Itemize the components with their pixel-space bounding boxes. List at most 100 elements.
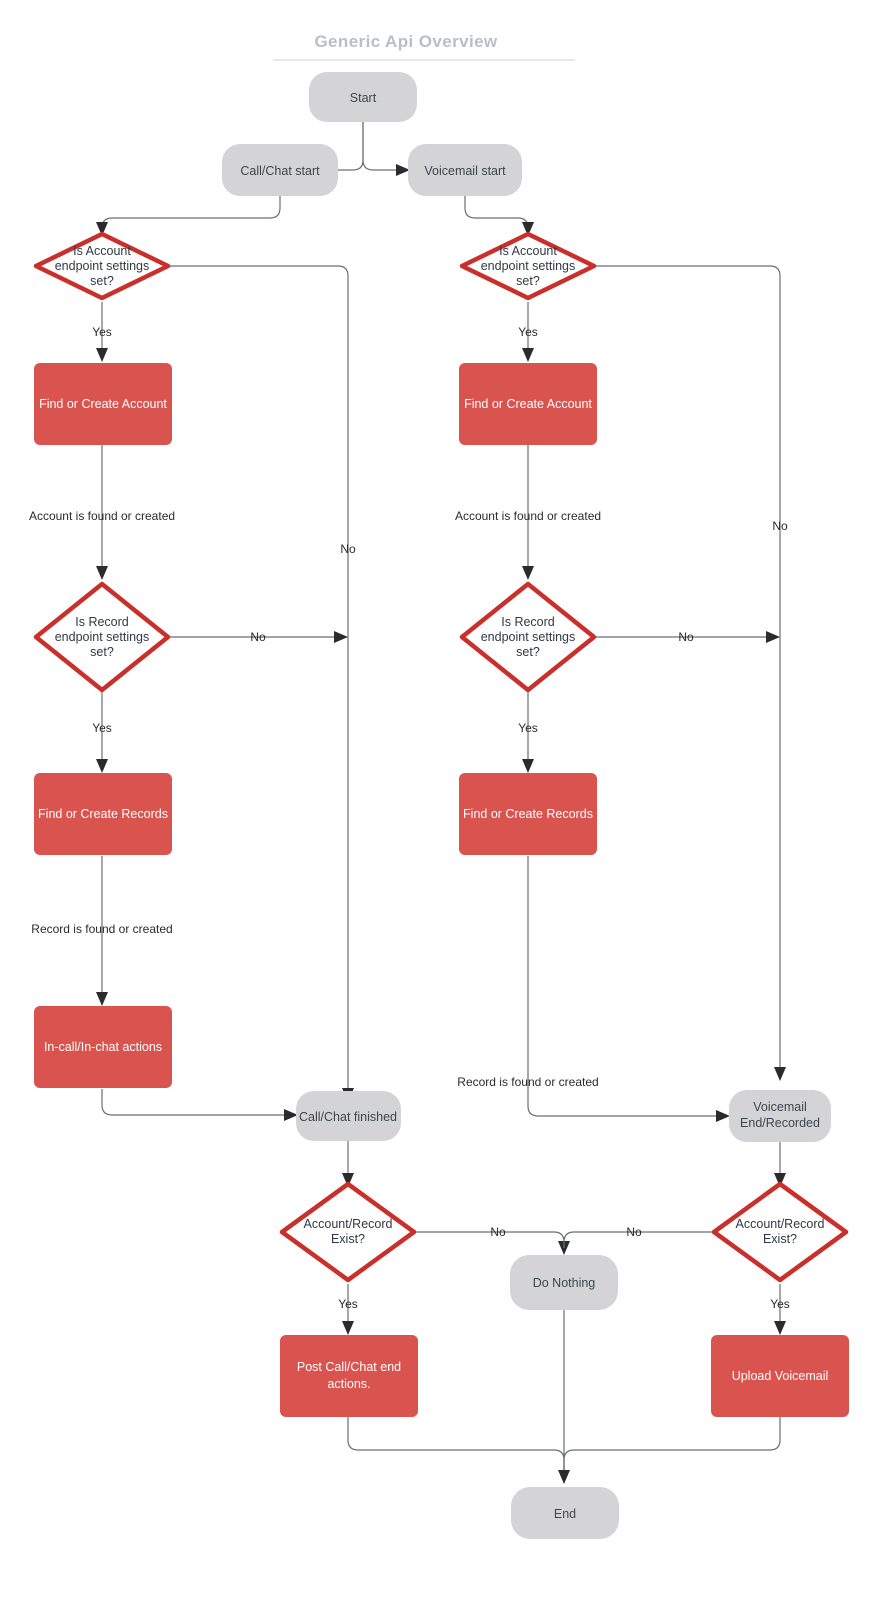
process-find-create-records-left-shape[interactable]	[34, 773, 172, 855]
arrowhead-upload-voicemail	[774, 1321, 786, 1335]
arrowhead-find-account-left	[96, 348, 108, 362]
node-voicemail-end-recorded-shape[interactable]	[729, 1090, 831, 1142]
node-end[interactable]: End	[511, 1487, 619, 1539]
process-find-create-records-left[interactable]: Find or Create Records	[34, 773, 172, 855]
process-find-create-records-right[interactable]: Find or Create Records	[459, 773, 597, 855]
process-find-create-records-right-label: Find or Create Records	[463, 807, 593, 821]
arrowhead-voicemail-end-from-records	[716, 1110, 730, 1122]
edge-post-call-to-end	[347, 1416, 565, 1470]
node-call-chat-finished-shape[interactable]	[296, 1091, 401, 1141]
decision-account-endpoint-left-line1: Is Account	[73, 244, 131, 258]
edge-voicemail-start-to-acct-q-right	[464, 196, 529, 230]
edge-label-rec-left-yes: Yes	[92, 721, 112, 735]
edge-label-acct-right-no: No	[772, 519, 788, 533]
process-find-create-account-left[interactable]: Find or Create Account	[34, 363, 172, 445]
decision-account-endpoint-left-line2: endpoint settings	[55, 259, 150, 273]
process-in-call-in-chat-actions-shape[interactable]	[34, 1006, 172, 1088]
edge-label-acct-left-no: No	[340, 542, 356, 556]
decision-record-endpoint-right-shape[interactable]	[459, 581, 597, 693]
process-upload-voicemail-shape[interactable]	[711, 1335, 849, 1417]
decision-account-endpoint-right-shape[interactable]	[459, 231, 597, 301]
decision-record-endpoint-left-line2: endpoint settings	[55, 630, 150, 644]
decision-record-endpoint-right-line3: set?	[516, 645, 540, 659]
edge-label-exist-left-no: No	[490, 1225, 506, 1239]
decision-record-endpoint-left-line3: set?	[90, 645, 114, 659]
process-find-create-account-left-shape[interactable]	[34, 363, 172, 445]
edge-label-rec-left-no: No	[250, 630, 266, 644]
node-call-chat-start-shape[interactable]	[222, 144, 338, 196]
decision-account-record-exist-left[interactable]: Account/Record Exist?	[279, 1181, 417, 1283]
process-find-create-account-right-shape[interactable]	[459, 363, 597, 445]
arrowhead-rec-q-right	[522, 566, 534, 580]
edge-exist-q-left-no	[414, 1231, 565, 1248]
decision-record-endpoint-right[interactable]: Is Record endpoint settings set?	[459, 581, 597, 693]
decision-record-endpoint-left-line1: Is Record	[75, 615, 129, 629]
node-end-shape[interactable]	[511, 1487, 619, 1539]
node-voicemail-end-recorded-line1: Voicemail	[753, 1100, 807, 1114]
decision-account-endpoint-left-line3: set?	[90, 274, 114, 288]
decision-account-endpoint-right-line2: endpoint settings	[481, 259, 576, 273]
process-find-create-records-right-shape[interactable]	[459, 773, 597, 855]
process-in-call-in-chat-actions[interactable]: In-call/In-chat actions	[34, 1006, 172, 1088]
edge-label-exist-right-no: No	[626, 1225, 642, 1239]
node-start[interactable]: Start	[309, 72, 417, 122]
decision-account-record-exist-right[interactable]: Account/Record Exist?	[711, 1181, 849, 1283]
process-find-create-account-right-label: Find or Create Account	[464, 397, 592, 411]
decision-account-record-exist-right-line1: Account/Record	[736, 1217, 825, 1231]
node-start-label: Start	[350, 91, 377, 105]
node-end-label: End	[554, 1507, 576, 1521]
edge-upload-voicemail-to-end	[563, 1416, 781, 1470]
node-call-chat-finished-label: Call/Chat finished	[299, 1110, 397, 1124]
decision-record-endpoint-left[interactable]: Is Record endpoint settings set?	[33, 581, 171, 693]
node-call-chat-finished[interactable]: Call/Chat finished	[296, 1091, 401, 1141]
arrowhead-rec-q-right-no	[766, 631, 780, 643]
process-upload-voicemail[interactable]: Upload Voicemail	[711, 1335, 849, 1417]
process-find-create-account-left-label: Find or Create Account	[39, 397, 167, 411]
arrowhead-rec-q-left-no	[334, 631, 348, 643]
process-find-create-account-right[interactable]: Find or Create Account	[459, 363, 597, 445]
edge-label-acct-right-yes: Yes	[518, 325, 538, 339]
edge-label-record-found-left: Record is found or created	[31, 922, 172, 936]
arrowhead-acct-q-right	[522, 222, 534, 236]
node-do-nothing-shape[interactable]	[510, 1255, 618, 1310]
node-start-shape[interactable]	[309, 72, 417, 122]
edge-label-exist-left-yes: Yes	[338, 1297, 358, 1311]
node-call-chat-start[interactable]: Call/Chat start	[222, 144, 338, 196]
edge-label-acct-left-yes: Yes	[92, 325, 112, 339]
edge-acct-q-right-no	[594, 265, 781, 1074]
decision-account-record-exist-left-shape[interactable]	[279, 1181, 417, 1283]
node-voicemail-end-recorded[interactable]: Voicemail End/Recorded	[729, 1090, 831, 1142]
node-voicemail-end-recorded-line2: End/Recorded	[740, 1116, 820, 1130]
process-find-create-records-left-label: Find or Create Records	[38, 807, 168, 821]
decision-account-endpoint-right-line3: set?	[516, 274, 540, 288]
decision-record-endpoint-left-shape[interactable]	[33, 581, 171, 693]
process-post-call-chat-end-actions[interactable]: Post Call/Chat end actions.	[280, 1335, 418, 1417]
process-in-call-in-chat-actions-label: In-call/In-chat actions	[44, 1040, 162, 1054]
decision-account-endpoint-left[interactable]: Is Account endpoint settings set?	[33, 231, 171, 301]
decision-account-record-exist-left-line1: Account/Record	[304, 1217, 393, 1231]
process-post-call-chat-end-actions-line2: actions.	[327, 1377, 370, 1391]
arrowhead-find-records-right	[522, 759, 534, 773]
decision-account-endpoint-right[interactable]: Is Account endpoint settings set?	[459, 231, 597, 301]
arrowhead-find-records-left	[96, 759, 108, 773]
edge-start-to-voicemail-start	[362, 122, 400, 171]
diagram-title: Generic Api Overview	[314, 32, 497, 51]
edge-label-account-found-left: Account is found or created	[29, 509, 175, 523]
edge-label-account-found-right: Account is found or created	[455, 509, 601, 523]
node-voicemail-start-shape[interactable]	[408, 144, 522, 196]
edge-find-records-right-to-voicemail-end	[527, 856, 720, 1117]
decision-account-record-exist-right-shape[interactable]	[711, 1181, 849, 1283]
edge-labels-layer: Yes Yes No No Account is found or create…	[29, 325, 790, 1311]
node-voicemail-start[interactable]: Voicemail start	[408, 144, 522, 196]
edge-label-record-found-right: Record is found or created	[457, 1075, 598, 1089]
process-upload-voicemail-label: Upload Voicemail	[732, 1369, 829, 1383]
node-call-chat-start-label: Call/Chat start	[240, 164, 320, 178]
decision-account-endpoint-left-shape[interactable]	[33, 231, 171, 301]
arrowhead-rec-q-left	[96, 566, 108, 580]
process-post-call-chat-end-actions-shape[interactable]	[280, 1335, 418, 1417]
edge-acct-q-left-no	[168, 265, 349, 1095]
arrowhead-end	[558, 1470, 570, 1484]
node-do-nothing[interactable]: Do Nothing	[510, 1255, 618, 1310]
